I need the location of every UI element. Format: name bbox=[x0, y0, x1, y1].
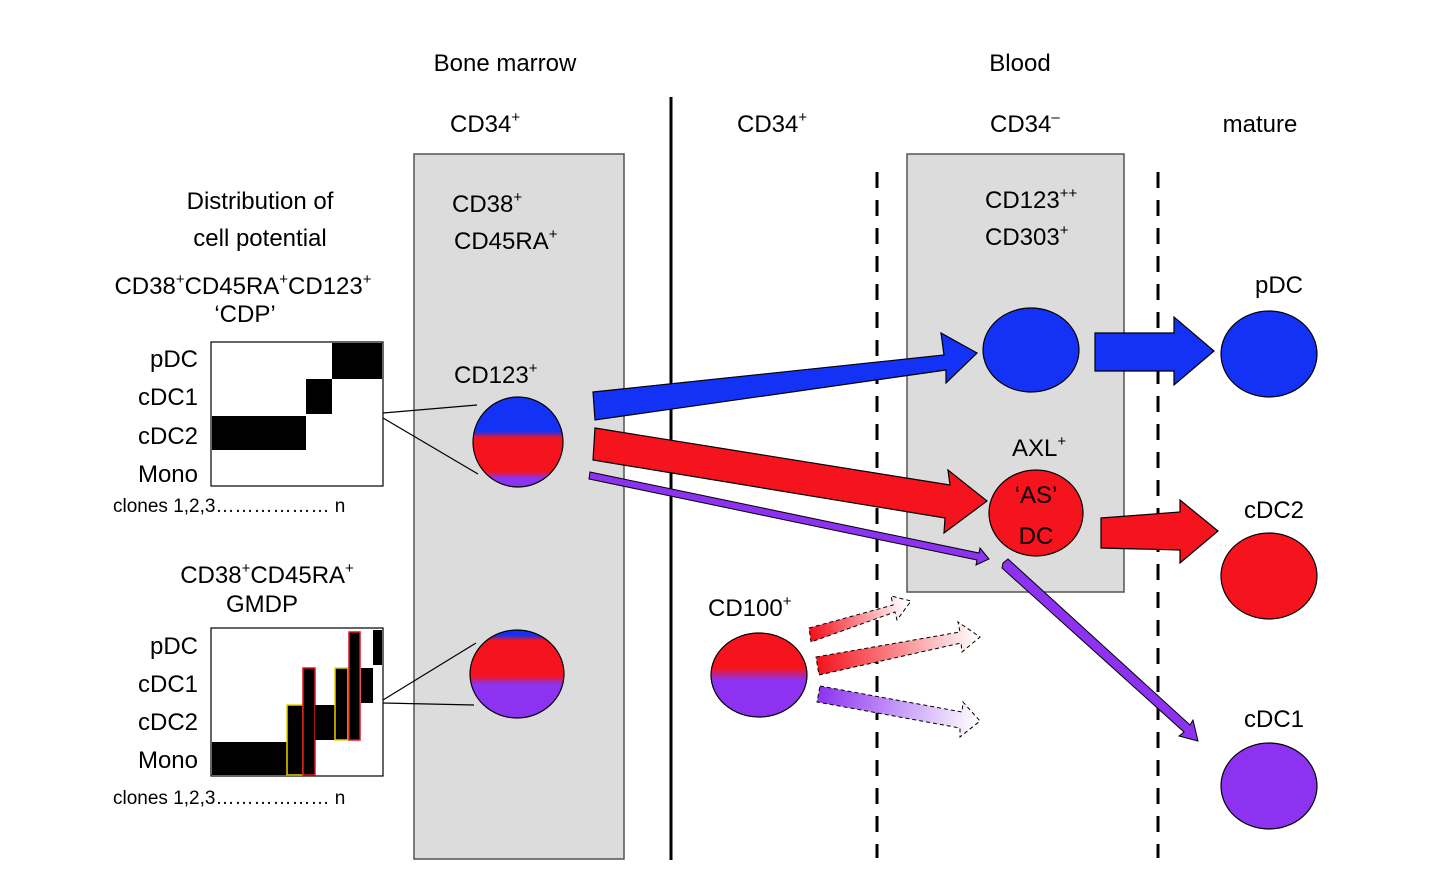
gmdp-row-label-mono: Mono bbox=[138, 747, 198, 774]
left-panel-title-line1: Distribution of bbox=[187, 188, 334, 215]
blood-pdc-cell bbox=[982, 307, 1080, 393]
gmdp-bar-cdc2 bbox=[315, 705, 335, 740]
bm-cd45ra-label: CD45RA+ bbox=[454, 226, 558, 255]
cdp-heatmap bbox=[210, 341, 384, 487]
gmdp-bar-pdc bbox=[373, 630, 382, 665]
gmdp-nickname: GMDP bbox=[226, 591, 298, 618]
mature-pdc-label: pDC bbox=[1255, 272, 1303, 299]
gmdp-heatmap bbox=[210, 627, 384, 777]
gmdp-clones-label: clones 1,2,3……………… n bbox=[113, 788, 345, 809]
mature-header: mature bbox=[1223, 111, 1298, 138]
gmdp-bar-clone-d bbox=[348, 631, 361, 741]
cdp-zoom-line-top bbox=[382, 404, 478, 414]
mature-cdc2-label: cDC2 bbox=[1244, 497, 1304, 524]
as-dc-cell bbox=[988, 469, 1084, 557]
cd100-cell bbox=[710, 632, 808, 718]
cd100-arrow-purple bbox=[816, 685, 981, 739]
cdp-zoom-line-bottom bbox=[382, 417, 479, 475]
blood-cd34neg-header: CD34– bbox=[990, 109, 1060, 138]
cdp-row-label-pdc: pDC bbox=[150, 346, 198, 373]
cdp-clones-label: clones 1,2,3……………… n bbox=[113, 496, 345, 517]
mature-cdc2-cell bbox=[1220, 532, 1318, 620]
gmdp-bar-mono bbox=[212, 742, 287, 775]
left-panel-title-line2: cell potential bbox=[193, 225, 326, 252]
gmdp-bar-clone-c bbox=[334, 667, 349, 741]
arrow-cdp-to-cdc1-thin bbox=[588, 471, 990, 566]
cd100-arrow-red-upper bbox=[808, 595, 912, 643]
blood-cd303-label: CD303+ bbox=[985, 222, 1069, 251]
as-dc-label-line1: ‘AS’ bbox=[1015, 482, 1058, 509]
blood-cd34pos-header: CD34+ bbox=[737, 109, 807, 138]
bone-marrow-header: Bone marrow bbox=[434, 50, 577, 77]
as-dc-label-line2: DC bbox=[1019, 523, 1054, 550]
gmdp-cell bbox=[469, 629, 565, 719]
mature-cdc1-label: cDC1 bbox=[1244, 706, 1304, 733]
bm-cd38-label: CD38+ bbox=[452, 189, 522, 218]
cd100-label: CD100+ bbox=[708, 593, 792, 622]
gmdp-bar-clone-b bbox=[302, 667, 316, 776]
arrow-as-dc-to-cdc1 bbox=[1001, 558, 1199, 742]
axl-label: AXL+ bbox=[1012, 433, 1066, 462]
cdp-nickname: ‘CDP’ bbox=[214, 301, 275, 328]
gmdp-row-label-pdc: pDC bbox=[150, 633, 198, 660]
cdp-bar-pdc bbox=[332, 343, 382, 379]
gmdp-zoom-line-top bbox=[382, 642, 477, 701]
gmdp-row-label-cdc2: cDC2 bbox=[138, 709, 198, 736]
cdp-name: CD38+CD45RA+CD123+ bbox=[114, 271, 371, 300]
cdp-row-label-mono: Mono bbox=[138, 461, 198, 488]
cd100-arrow-red-middle bbox=[815, 620, 981, 676]
gmdp-bar-clone-a bbox=[286, 704, 304, 776]
gmdp-bar-cdc1 bbox=[361, 668, 373, 703]
mature-pdc-cell bbox=[1220, 310, 1318, 398]
cdp-row-label-cdc2: cDC2 bbox=[138, 423, 198, 450]
cdp-cell bbox=[472, 396, 564, 488]
blood-header: Blood bbox=[989, 50, 1050, 77]
gmdp-zoom-line-bottom bbox=[382, 702, 475, 706]
arrow-cdp-to-as-dc bbox=[592, 427, 988, 535]
gmdp-name: CD38+CD45RA+ bbox=[180, 560, 354, 589]
cdp-bar-cdc2 bbox=[212, 416, 306, 450]
cdp-row-label-cdc1: cDC1 bbox=[138, 384, 198, 411]
bm-cd123-label: CD123+ bbox=[454, 360, 538, 389]
arrow-as-dc-to-cdc2 bbox=[1100, 498, 1219, 565]
blood-cd123-label: CD123++ bbox=[985, 185, 1077, 214]
mature-cdc1-cell bbox=[1220, 742, 1318, 830]
bm-cd34-header: CD34+ bbox=[450, 109, 520, 138]
arrow-pdc-to-mature bbox=[1094, 315, 1215, 387]
arrow-cdp-to-pdc bbox=[592, 331, 978, 421]
cdp-bar-cdc1 bbox=[306, 379, 332, 414]
bone-marrow-compartment bbox=[413, 153, 625, 860]
gmdp-row-label-cdc1: cDC1 bbox=[138, 671, 198, 698]
